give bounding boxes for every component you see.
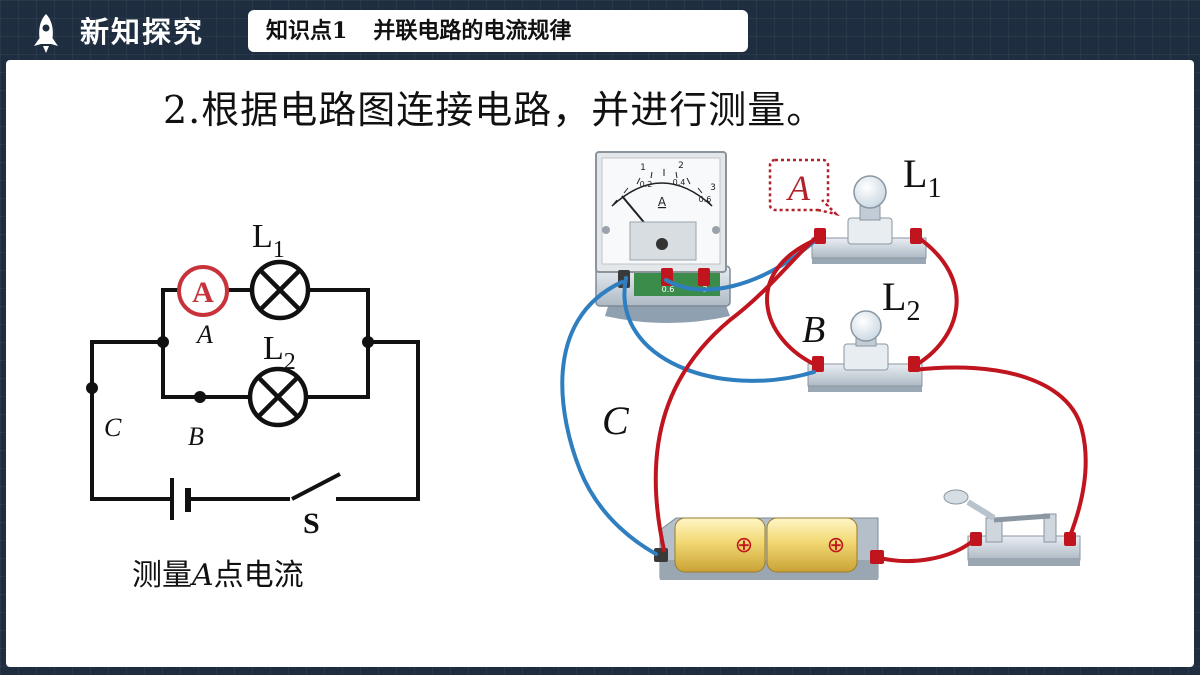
meter-scale-bottom-3: 0.6	[699, 195, 712, 204]
ammeter-symbol	[177, 265, 229, 317]
junction-right	[362, 336, 374, 348]
caption-point: A	[192, 558, 214, 593]
schematic-branch-bottom-right	[306, 342, 370, 399]
point-b-dot	[194, 391, 206, 403]
red-wire-lamp1-lamp2-right	[912, 234, 959, 368]
topic-pill: 知识点1 并联电路的电流规律	[248, 10, 748, 52]
meter-scale-bottom-1: 0.2	[640, 180, 653, 189]
point-c-label: C	[104, 413, 122, 442]
section-title: 新知探究	[80, 15, 205, 49]
knife-switch	[943, 489, 1081, 566]
instruction-text: 2.根据电路图连接电路，并进行测量。	[163, 88, 826, 132]
schematic-wire-left	[90, 340, 170, 501]
red-wire-battery-switch	[878, 538, 976, 563]
physical-lamp-1-label: L1	[903, 151, 941, 204]
meter-unit: A	[658, 195, 667, 209]
battery-box: ⊕ ⊕	[654, 517, 884, 580]
lamp-1-label: L1	[252, 218, 285, 263]
schematic-wire-right	[336, 340, 420, 501]
caption-prefix: 测量	[132, 558, 192, 593]
schematic-branch-top-right	[310, 288, 370, 342]
meter-scale-top-2: 2	[678, 161, 684, 171]
point-c-dot	[86, 382, 98, 394]
terminal-label-0-6: 0.6	[662, 285, 675, 294]
callout-box	[768, 158, 830, 212]
ammeter-symbol-letter: A	[192, 276, 214, 309]
physical-point-b: B	[802, 309, 825, 351]
battery-plus-2: ⊕	[827, 533, 845, 558]
callout-pointer	[817, 199, 840, 217]
lamp-2-symbol	[247, 366, 309, 428]
blue-wire-meter-battery	[560, 280, 658, 556]
point-b-label: B	[188, 422, 204, 451]
lamp-holder-2	[807, 310, 923, 392]
topic-label: 知识点1	[266, 18, 348, 44]
schematic-caption: 测量A点电流	[132, 556, 304, 596]
meter-scale-top-3: 3	[710, 183, 716, 193]
physical-lamp-2-label: L2	[882, 274, 920, 327]
rocket-icon	[34, 14, 58, 53]
caption-suffix: 点电流	[213, 558, 304, 593]
lamp-1-symbol	[249, 259, 311, 321]
junction-left	[157, 336, 169, 348]
switch-blade	[291, 472, 341, 501]
red-wire-lamp1-lamp2-left	[765, 236, 822, 368]
red-wire-lamp2-switch	[912, 365, 1088, 538]
wires	[560, 234, 1088, 563]
schematic-branch-bottom	[161, 342, 250, 399]
lamp-2-label: L2	[263, 330, 296, 375]
battery-plus-1: ⊕	[735, 533, 753, 558]
circuit-schematic	[90, 288, 420, 520]
callout-letter: A	[786, 168, 811, 208]
switch-label: S	[303, 507, 320, 540]
schematic-branch-top	[161, 288, 178, 342]
meter-scale-bottom-2: 0.4	[673, 178, 686, 187]
topic-title: 并联电路的电流规律	[373, 18, 572, 44]
blue-wire-meter-lamp2	[622, 276, 816, 383]
point-a-label: A	[195, 320, 213, 349]
header-bar: 新知探究 知识点1 并联电路的电流规律	[0, 0, 1200, 62]
physical-point-c: C	[602, 398, 630, 443]
meter-scale-top-1: 1	[640, 163, 646, 173]
red-wire-battery-lamp1	[653, 234, 820, 552]
ammeter-device: 1 2 3 0.2 0.4 0.6 A 0.6 3	[595, 151, 731, 323]
